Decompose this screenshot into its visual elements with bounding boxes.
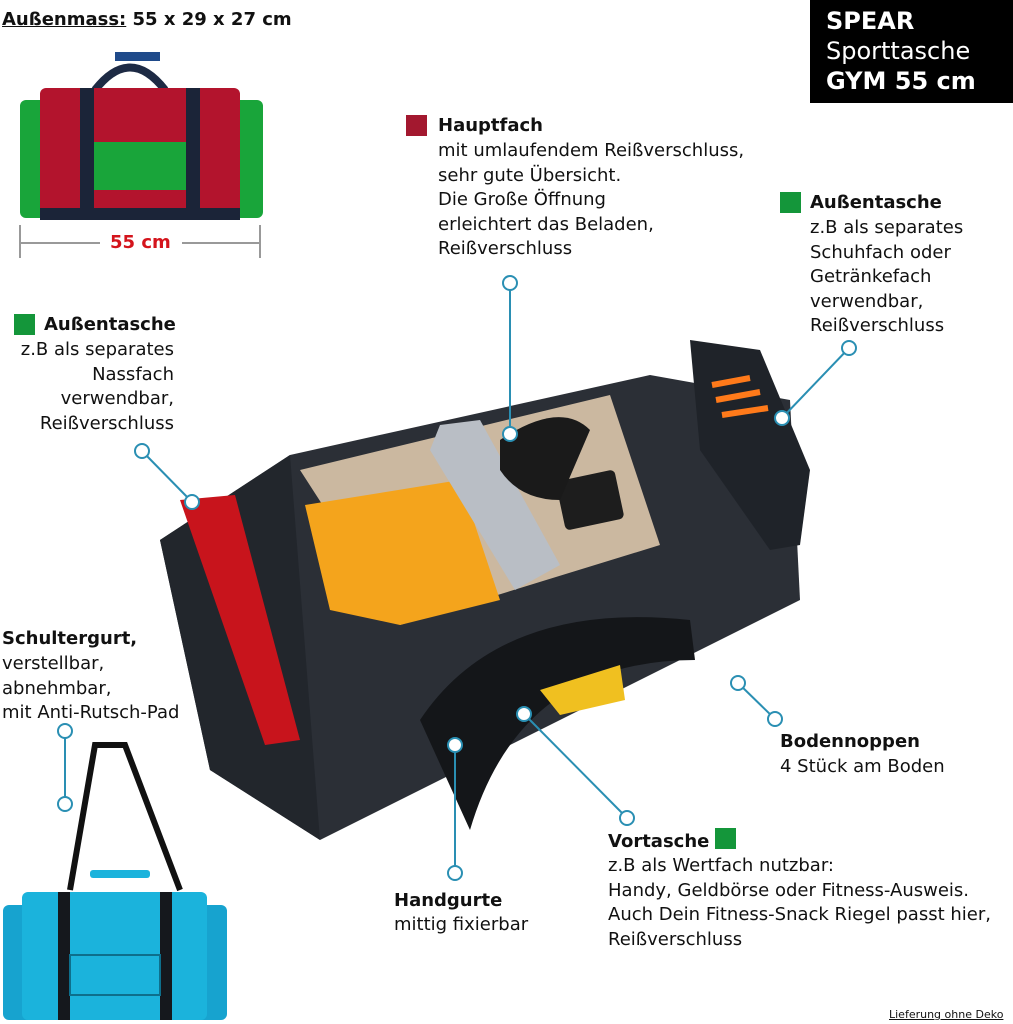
schultergurt-line: abnehmbar,: [2, 677, 112, 699]
dimensions-heading: Außenmass: 55 x 29 x 27 cm: [2, 9, 292, 30]
delivery-note: Lieferung ohne Deko: [889, 1008, 1004, 1021]
dimensions-value: 55 x 29 x 27 cm: [132, 9, 292, 30]
hauptfach-line: erleichtert das Beladen,: [438, 213, 654, 235]
aussentasche-right-description: z.B als separates Schuhfach oder Getränk…: [810, 216, 963, 339]
bodennoppen-title: Bodennoppen: [780, 731, 920, 752]
sneaker: [690, 340, 810, 550]
handgurte-title: Handgurte: [394, 890, 503, 911]
bag-red-green-image: [20, 52, 263, 220]
brand-product-type: Sporttasche: [826, 37, 971, 65]
schultergurt-description: verstellbar, abnehmbar, mit Anti-Rutsch-…: [2, 652, 179, 726]
bodennoppen-description: 4 Stück am Boden: [780, 756, 945, 777]
schultergurt-line: mit Anti-Rutsch-Pad: [2, 702, 180, 723]
schultergurt-line: verstellbar,: [2, 653, 105, 674]
hauptfach-line: mit umlaufendem Reißverschluss,: [438, 140, 745, 161]
handgurte-description: mittig fixierbar: [394, 914, 529, 935]
aussentasche-left-title: Außentasche: [44, 314, 176, 335]
width-dimension-line: [19, 225, 261, 258]
aussentasche-left-line: z.B als separates: [20, 339, 174, 360]
outer-pocket-left-color-swatch: [14, 314, 35, 335]
main-compartment-color-swatch: [406, 115, 427, 136]
hauptfach-line: Reißverschluss: [438, 238, 573, 259]
red-towel: [180, 495, 300, 745]
vortasche-line: Auch Dein Fitness-Snack Riegel passt hie…: [608, 904, 991, 925]
aussentasche-right-line: Reißverschluss: [810, 315, 945, 336]
hauptfach-title: Hauptfach: [438, 115, 543, 136]
brand-name: SPEAR: [826, 7, 915, 35]
dimensions-label: Außenmass:: [2, 9, 127, 30]
aussentasche-right-line: Getränkefach: [810, 266, 932, 287]
hauptfach-line: sehr gute Übersicht.: [438, 164, 622, 186]
yellow-shirt: [305, 480, 500, 625]
bag-blue-image: [3, 742, 227, 1020]
handle-strap: [420, 617, 695, 830]
front-pocket-color-swatch: [715, 828, 736, 849]
water-bottle: [430, 420, 560, 590]
aussentasche-right-line: Schuhfach oder: [810, 241, 951, 263]
vortasche-line: z.B als Wertfach nutzbar:: [608, 855, 834, 876]
schultergurt-title: Schultergurt,: [2, 628, 138, 649]
main-bag-image: [160, 340, 810, 840]
hauptfach-description: mit umlaufendem Reißverschluss, sehr gut…: [438, 139, 744, 262]
vortasche-line: Handy, Geldbörse oder Fitness-Ausweis.: [608, 879, 970, 901]
callout-lines: [57, 275, 857, 881]
hauptfach-line: Die Große Öffnung: [438, 189, 606, 210]
vortasche-description: z.B als Wertfach nutzbar: Handy, Geldbör…: [608, 854, 991, 952]
sunglasses: [500, 417, 590, 500]
outer-pocket-right-color-swatch: [780, 192, 801, 213]
aussentasche-right-line: z.B als separates: [810, 217, 964, 238]
aussentasche-left-description: z.B als separates Nassfach verwendbar, R…: [0, 338, 174, 436]
width-label: 55 cm: [110, 232, 171, 253]
brand-box: SPEAR Sporttasche GYM 55 cm: [810, 0, 1013, 103]
vortasche-title: Vortasche: [608, 831, 710, 852]
aussentasche-left-line: Reißverschluss: [39, 412, 174, 434]
aussentasche-left-line: verwendbar,: [60, 388, 174, 409]
aussentasche-right-title: Außentasche: [810, 192, 942, 213]
aussentasche-right-line: verwendbar,: [810, 290, 924, 312]
brand-model: GYM 55 cm: [826, 67, 976, 95]
vortasche-line: Reißverschluss: [608, 928, 743, 950]
aussentasche-left-line: Nassfach: [92, 363, 174, 385]
